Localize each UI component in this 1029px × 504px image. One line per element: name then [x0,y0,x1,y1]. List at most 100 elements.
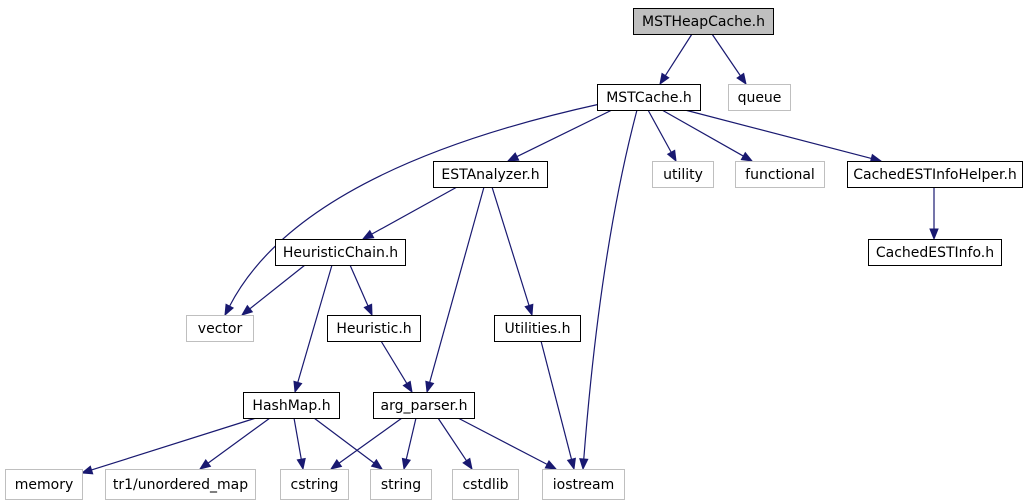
node-box [370,469,432,500]
edge-utilities-to-iostream [540,340,576,471]
node-box [728,84,791,111]
edge-line [405,417,417,460]
edge-line [664,33,693,76]
edge-cachedestinfohelper-to-cachedestinfo [929,187,939,241]
arrowhead-icon [659,72,670,86]
node-hashmap[interactable]: HashMap.h [243,392,340,419]
node-utility: utility [652,161,714,188]
node-label: iostream [553,477,615,493]
edge-hashmap-to-unorderedmap [198,417,271,470]
node-string: string [370,469,432,500]
arrowhead-icon [293,380,303,394]
edge-estanalyzer-to-heuristicchain [361,186,458,240]
edge-mstcache-to-estanalyzer [506,109,613,162]
node-label: HashMap.h [252,398,330,414]
node-box [275,239,406,266]
node-label: HeuristicChain.h [283,245,398,261]
node-label: ESTAnalyzer.h [441,167,539,183]
node-box [847,161,1023,188]
node-estanalyzer[interactable]: ESTAnalyzer.h [433,161,548,188]
node-mstcache[interactable]: MSTCache.h [597,84,701,111]
node-box [243,392,340,419]
edge-line [540,340,573,460]
edge-line [229,103,601,307]
edge-line [583,109,638,460]
arrowhead-icon [740,151,754,162]
node-box [186,315,254,342]
edge-hashmap-to-string [313,417,384,470]
edge-line [338,417,403,464]
arrowhead-icon [544,459,558,470]
node-cachedestinfo[interactable]: CachedESTInfo.h [868,239,1002,266]
node-unorderedmap: tr1/unordered_map [105,469,256,500]
edge-hashmap-to-cstring [293,417,306,471]
node-label: queue [738,90,782,106]
node-box [652,161,714,188]
edge-heuristicchain-to-hashmap [293,264,333,394]
node-cachedestinfohelper[interactable]: CachedESTInfoHelper.h [847,161,1023,188]
edge-line [293,417,302,460]
arrowhead-icon [329,459,343,470]
arrowhead-icon [566,457,576,471]
edge-line [313,417,375,464]
node-heuristicchain[interactable]: HeuristicChain.h [275,239,406,266]
arrowhead-icon [524,303,534,317]
arrowhead-icon [296,457,306,471]
edge-heuristic-to-argparser [380,340,413,394]
node-label: MSTHeapCache.h [642,14,765,30]
node-box [5,469,83,500]
edge-line [249,264,306,310]
node-box [735,161,825,188]
edge-line [647,109,672,153]
edge-line [207,417,271,464]
node-label: vector [198,321,243,337]
node-iostream: iostream [542,469,625,500]
edge-argparser-to-iostream [457,417,558,470]
edge-heuristicchain-to-heuristic [349,264,373,317]
node-label: memory [15,477,74,493]
edge-estanalyzer-to-utilities [491,186,534,317]
node-label: CachedESTInfoHelper.h [853,167,1017,183]
edge-line [371,186,458,235]
node-label: cstring [291,477,339,493]
node-cstring: cstring [280,469,349,500]
node-label: utility [663,167,703,183]
edge-mstcache-to-cachedestinfohelper [684,109,883,163]
node-heuristic[interactable]: Heuristic.h [327,315,421,342]
arrowhead-icon [240,304,254,316]
node-box [280,469,349,500]
node-box [327,315,421,342]
edge-heuristicchain-to-vector [240,264,306,316]
arrowhead-icon [198,458,212,470]
node-label: string [381,477,421,493]
node-box [433,161,548,188]
node-label: MSTCache.h [606,90,692,106]
edge-line [661,109,744,157]
node-argparser[interactable]: arg_parser.h [373,392,475,419]
node-box [105,469,256,500]
node-box [452,469,519,500]
node-label: Utilities.h [504,321,570,337]
node-label: CachedESTInfo.h [876,245,994,261]
edge-mstcache-to-functional [661,109,754,162]
edge-line [711,33,741,77]
edge-line [297,264,333,383]
node-box [542,469,625,500]
node-label: functional [745,167,815,183]
edge-line [684,109,872,160]
edge-layer [80,33,939,475]
node-memory: memory [5,469,83,500]
edge-mstcache-to-iostream [579,109,638,471]
node-box [633,8,774,35]
node-utilities[interactable]: Utilities.h [494,315,581,342]
edge-mstcache-to-utility [647,109,677,163]
edge-argparser-to-string [401,417,417,471]
node-queue: queue [728,84,791,111]
arrowhead-icon [80,465,94,475]
node-box [494,315,581,342]
edge-line [429,186,485,383]
arrowhead-icon [462,457,473,471]
arrowhead-icon [370,458,384,470]
node-mstheapcache[interactable]: MSTHeapCache.h [633,8,774,35]
